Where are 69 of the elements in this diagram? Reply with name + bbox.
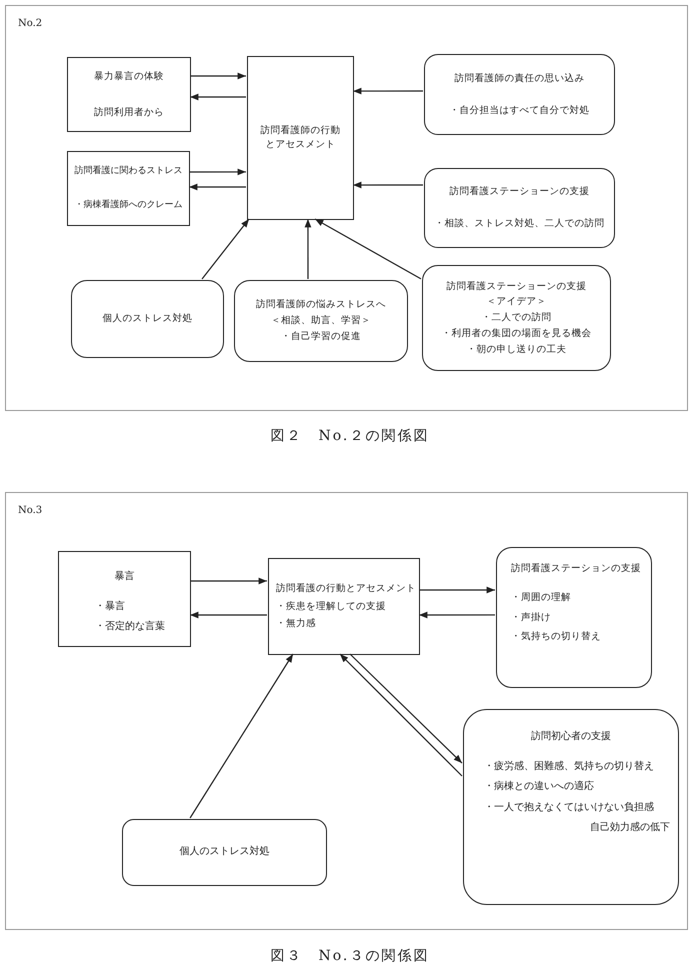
rounded-box — [234, 280, 408, 362]
arrow — [419, 586, 495, 594]
arrow — [189, 184, 246, 190]
box-text: ・利用者の集団の場面を見る機会 — [440, 326, 592, 341]
rounded-box — [71, 280, 224, 358]
box-heading: 訪問初心者の支援 — [530, 730, 612, 744]
box-text: ・二人での訪問 — [480, 311, 552, 325]
process-box — [247, 56, 354, 220]
box-heading: 訪問看護に関わるストレス — [74, 165, 184, 178]
box-text: ・暴言 — [94, 600, 126, 614]
box-text: ＜アイデア＞ — [486, 295, 548, 310]
rounded-box — [122, 819, 327, 886]
arrow — [190, 94, 246, 100]
box-heading: 暴言 — [114, 570, 136, 584]
arrow — [350, 654, 462, 764]
box-text: ・周囲の理解 — [510, 590, 572, 605]
box-text: ・相談、ストレス対処、二人での訪問 — [434, 217, 606, 231]
box-text: ・無力感 — [275, 617, 317, 632]
arrow — [353, 88, 423, 94]
arrow — [304, 219, 312, 279]
box-heading: 訪問看護の行動とアセスメント — [275, 582, 416, 596]
process-box — [67, 57, 191, 132]
figure-caption: 図２ No.２の関係図 — [270, 427, 430, 445]
arrow — [190, 72, 246, 80]
figure-panel — [5, 5, 688, 411]
box-heading: 個人のストレス対処 — [178, 845, 270, 860]
process-box — [67, 151, 190, 226]
process-box — [268, 558, 420, 655]
arrow — [190, 578, 267, 584]
box-heading: 訪問看護ステーショーンの支援 — [446, 280, 588, 294]
box-text: 自己効力感の低下 — [589, 821, 670, 835]
box-heading: 訪問看護師の責任の思い込み — [454, 72, 586, 86]
arrow — [340, 654, 462, 776]
rounded-box — [463, 709, 679, 905]
arrow — [190, 612, 267, 618]
arrow — [353, 182, 423, 188]
box-text: 訪問利用者から — [93, 106, 165, 120]
box-text: ・自己学習の促進 — [280, 330, 362, 344]
process-box — [58, 551, 191, 647]
box-text: ・病棟看護師へのクレーム — [74, 198, 184, 212]
box-text: ・自分担当はすべて自分で対処 — [448, 104, 590, 118]
box-text: ・病棟との違いへの適応 — [483, 780, 595, 794]
box-text: ・疾患を理解しての支援 — [275, 600, 387, 614]
rounded-box — [422, 265, 611, 371]
box-heading: 暴力暴言の体験 — [93, 70, 165, 84]
figure-caption: 図３ No.３の関係図 — [270, 947, 430, 965]
rounded-box — [424, 168, 615, 248]
box-text: ・朝の申し送りの工夫 — [466, 342, 568, 356]
box-heading: 訪問看護ステーショーンの支援 — [448, 185, 590, 199]
arrow — [190, 654, 294, 818]
box-heading: 個人のストレス対処 — [102, 312, 194, 326]
panel-number: No.2 — [18, 18, 42, 29]
arrow — [314, 218, 422, 280]
arrow — [202, 218, 250, 280]
arrow — [189, 168, 246, 176]
box-text: ・声掛け — [510, 610, 552, 624]
panel-number: No.3 — [18, 505, 42, 516]
box-text: ・一人で抱えなくてはいけない負担感 — [483, 800, 655, 814]
box-text: ＜相談、助言、学習＞ — [270, 314, 372, 328]
arrow — [419, 612, 495, 618]
rounded-box — [424, 54, 615, 135]
rounded-box — [496, 547, 652, 688]
box-heading: 訪問看護ステーションの支援 — [510, 562, 642, 576]
box-heading: 訪問看護師の行動とアセスメント — [260, 124, 342, 152]
box-text: ・気持ちの切り替え — [510, 630, 602, 644]
box-text: ・疲労感、困難感、気持ちの切り替え — [483, 760, 655, 774]
box-heading: 訪問看護師の悩みストレスへ — [255, 298, 387, 312]
figure-panel — [5, 492, 688, 930]
box-text: ・否定的な言葉 — [94, 620, 166, 634]
